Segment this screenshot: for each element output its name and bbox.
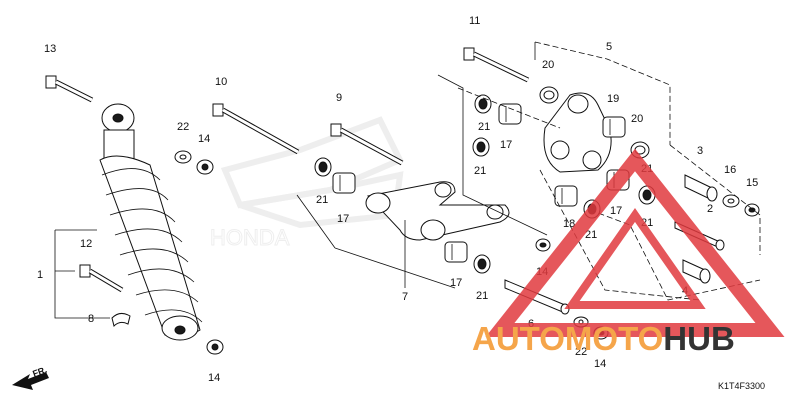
callout-20-a: 20 xyxy=(542,59,554,71)
bearing-17-b xyxy=(444,241,468,263)
seal-20-a xyxy=(539,86,559,104)
collar-3 xyxy=(684,174,718,202)
watermark-auto: AUTO xyxy=(472,320,565,357)
callout-13: 13 xyxy=(44,43,56,55)
watermark-moto: MOTO xyxy=(565,320,663,357)
collar-8 xyxy=(111,312,131,327)
seal-21-d xyxy=(472,137,490,157)
callout-1: 1 xyxy=(37,269,43,281)
callout-21-a: 21 xyxy=(478,121,490,133)
callout-21-c: 21 xyxy=(316,194,328,206)
watermark-logo: AUTOMOTOHUB xyxy=(472,148,785,357)
callout-16: 16 xyxy=(724,164,736,176)
shock-link xyxy=(365,181,510,241)
bolt-12 xyxy=(79,264,124,293)
callout-3: 3 xyxy=(697,145,703,157)
seal-21-c xyxy=(474,94,492,114)
bearing-17-a xyxy=(332,172,356,194)
callout-21-f: 21 xyxy=(585,229,597,241)
callout-17-a: 17 xyxy=(337,213,349,225)
callout-11: 11 xyxy=(469,15,480,27)
nut-14-bottom-left xyxy=(206,339,224,355)
callout-14-a: 14 xyxy=(198,133,210,145)
collar-4 xyxy=(682,259,711,284)
honda-wing-logo: HONDA xyxy=(210,116,405,251)
leader-lines xyxy=(54,41,761,319)
callout-20-b: 20 xyxy=(631,113,643,125)
front-direction-indicator: FR. xyxy=(12,365,49,390)
washer-22-top xyxy=(174,150,192,164)
washer-16 xyxy=(722,194,740,208)
callout-10: 10 xyxy=(215,76,227,88)
callout-15: 15 xyxy=(746,177,758,189)
callout-2: 2 xyxy=(707,203,713,215)
callout-22-a: 22 xyxy=(177,121,189,133)
callout-9: 9 xyxy=(336,92,342,104)
bolt-10 xyxy=(212,103,300,155)
fr-label: FR. xyxy=(31,365,48,379)
bolt-13 xyxy=(45,75,94,103)
shock-absorber xyxy=(99,103,203,341)
callout-17-b: 17 xyxy=(500,139,512,151)
bearing-18 xyxy=(554,185,578,207)
callout-14-b: 14 xyxy=(208,372,220,384)
callout-5: 5 xyxy=(606,41,612,53)
callout-19: 19 xyxy=(607,93,619,105)
callout-22-b: 22 xyxy=(575,346,587,358)
seal-21-b xyxy=(473,254,491,274)
callout-14-d: 14 xyxy=(594,358,606,370)
nut-14-top xyxy=(196,159,214,175)
callout-7: 7 xyxy=(402,291,408,303)
rear-cushion-arm xyxy=(543,92,612,173)
bearing-17-c xyxy=(498,103,522,125)
honda-logo-text: HONDA xyxy=(210,225,290,250)
bearing-19 xyxy=(602,116,626,138)
reference-code: K1T4F3300 xyxy=(718,381,765,391)
nut-15 xyxy=(744,203,760,217)
callout-17-d: 17 xyxy=(610,205,622,217)
seal-21-a xyxy=(314,157,332,177)
bolt-11 xyxy=(463,47,530,83)
watermark-hub: HUB xyxy=(663,320,735,357)
callout-12: 12 xyxy=(80,238,92,250)
callout-18: 18 xyxy=(563,218,575,230)
svg-text:AUTOMOTOHUB: AUTOMOTOHUB xyxy=(472,320,735,357)
bolt-9 xyxy=(330,123,404,166)
callout-8: 8 xyxy=(88,313,94,325)
callout-21-d: 21 xyxy=(476,290,488,302)
callout-21-b: 21 xyxy=(474,165,486,177)
callout-17-c: 17 xyxy=(450,277,462,289)
nut-14-mid xyxy=(535,238,551,252)
